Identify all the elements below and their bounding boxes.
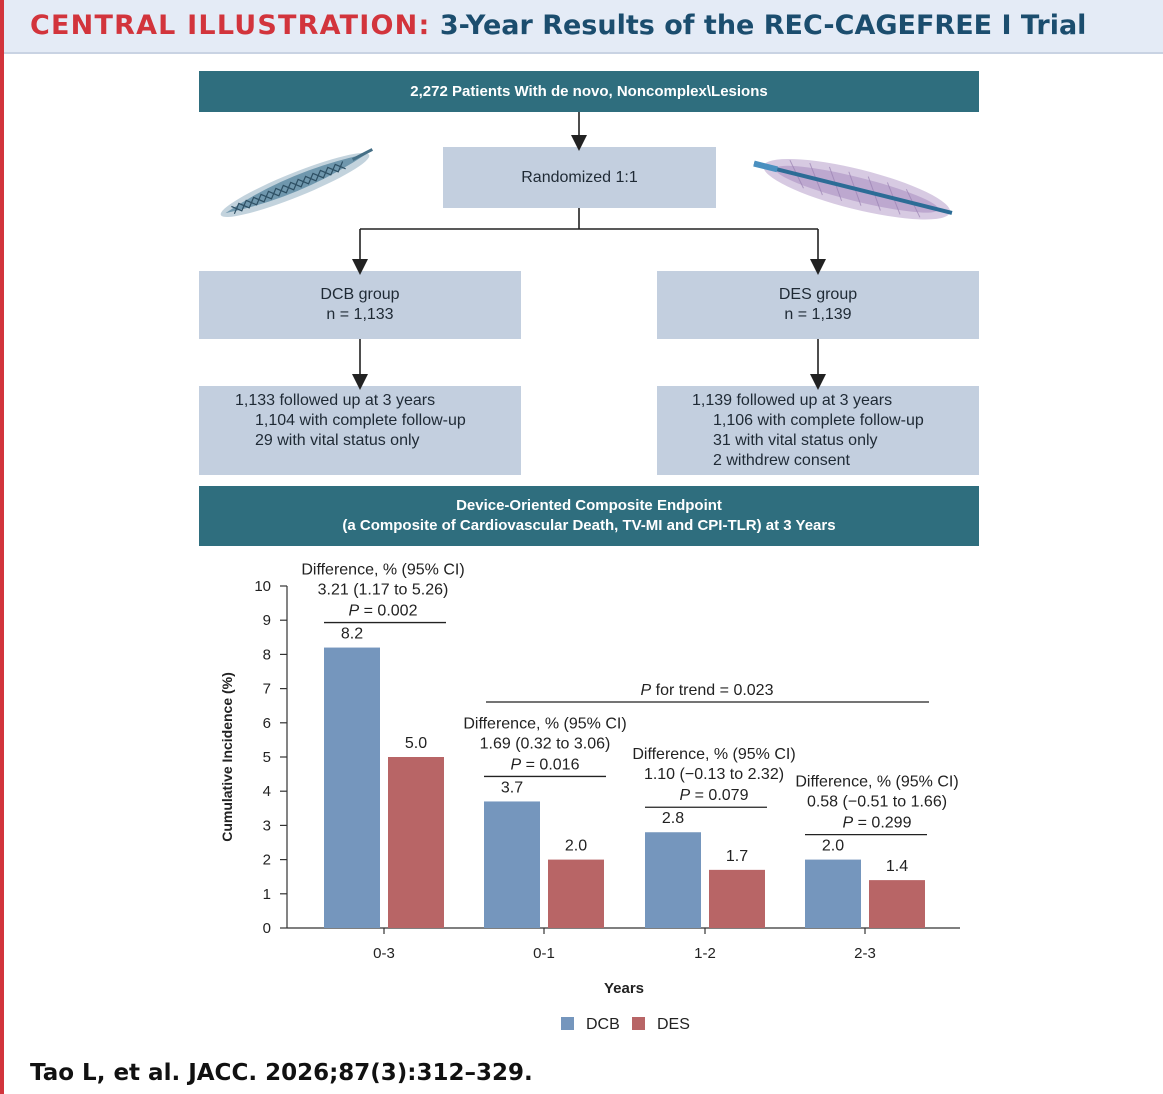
- annotation-p-value: P = 0.002: [349, 603, 418, 620]
- bar-des: [869, 880, 925, 928]
- enrollment-text: 2,272 Patients With de novo, Noncomplex\…: [410, 83, 768, 100]
- bar-des: [548, 859, 604, 928]
- annotation-line2: 1.10 (−0.13 to 2.32): [644, 766, 784, 783]
- bar-dcb: [484, 801, 540, 928]
- annotation-p-text: = 0.299: [853, 815, 911, 832]
- bar-value-label-des: 1.7: [726, 848, 748, 865]
- bar-value-label-dcb: 8.2: [341, 626, 363, 643]
- legend-label-dcb: DCB: [586, 1016, 620, 1033]
- annotation-p-text: = 0.002: [359, 603, 417, 620]
- legend-swatch-des: [632, 1017, 645, 1030]
- annotation-p-prefix: P: [511, 756, 522, 773]
- bar-value-label-dcb: 2.8: [662, 810, 684, 827]
- trend-label: P for trend = 0.023: [641, 682, 774, 699]
- des-group-box: DES group n = 1,139: [657, 271, 979, 339]
- des-followup-complete: 1,106 with complete follow-up: [713, 412, 924, 429]
- x-tick-label: 0-1: [533, 945, 555, 962]
- des-followup-total: 1,139 followed up at 3 years: [692, 392, 893, 409]
- dcb-group-name: DCB group: [320, 286, 400, 303]
- y-axis-title: Cumulative Incidence (%): [219, 672, 235, 842]
- endpoint-subtitle: (a Composite of Cardiovascular Death, TV…: [342, 517, 836, 534]
- legend-label-des: DES: [657, 1016, 690, 1033]
- dcb-device-illustration: [220, 148, 373, 217]
- annotation-p-prefix: P: [843, 815, 854, 832]
- dcb-followup-total: 1,133 followed up at 3 years: [235, 392, 436, 409]
- des-followup-box: 1,139 followed up at 3 years 1,106 with …: [657, 386, 979, 475]
- annotation-p-value: P = 0.299: [843, 815, 912, 832]
- y-tick-label: 7: [263, 681, 271, 698]
- annotation-line1: Difference, % (95% CI): [463, 715, 626, 732]
- bar-dcb: [645, 832, 701, 928]
- bar-des: [709, 869, 765, 928]
- trend-text: for trend = 0.023: [651, 682, 773, 699]
- y-tick-label: 10: [254, 578, 271, 595]
- endpoint-title: Device-Oriented Composite Endpoint: [456, 497, 722, 514]
- header-band: CENTRAL ILLUSTRATION: 3-Year Results of …: [4, 0, 1163, 54]
- bar-value-label-dcb: 2.0: [822, 838, 844, 855]
- bar-value-label-des: 5.0: [405, 735, 427, 752]
- legend-swatch-dcb: [561, 1017, 574, 1030]
- title-main: 3-Year Results of the REC-CAGEFREE I Tri…: [439, 10, 1087, 41]
- annotation-p-text: = 0.079: [690, 787, 748, 804]
- y-tick-label: 2: [263, 852, 271, 869]
- y-tick-label: 3: [263, 817, 271, 834]
- difference-annotation: Difference, % (95% CI) 1.69 (0.32 to 3.06…: [463, 715, 627, 778]
- bar-des: [388, 757, 444, 928]
- enrollment-box: 2,272 Patients With de novo, Noncomplex\…: [199, 71, 979, 112]
- annotation-p-value: P = 0.016: [511, 756, 580, 773]
- citation: Tao L, et al. JACC. 2026;87(3):312–329.: [30, 1060, 533, 1086]
- des-group-n: n = 1,139: [784, 306, 852, 323]
- y-tick-label: 4: [263, 783, 271, 800]
- dcb-group-box: DCB group n = 1,133: [199, 271, 521, 339]
- y-tick-label: 5: [263, 749, 271, 766]
- annotation-line2: 1.69 (0.32 to 3.06): [480, 735, 611, 752]
- y-tick-label: 1: [263, 886, 271, 903]
- difference-annotation: Difference, % (95% CI) 0.58 (−0.51 to 1.6…: [795, 774, 959, 836]
- flow-connectors: [352, 112, 826, 390]
- page-title: CENTRAL ILLUSTRATION: 3-Year Results of …: [30, 8, 1086, 44]
- annotation-line1: Difference, % (95% CI): [632, 746, 795, 763]
- annotation-p-prefix: P: [680, 787, 691, 804]
- x-tick-label: 2-3: [854, 945, 876, 962]
- dcb-followup-box: 1,133 followed up at 3 years 1,104 with …: [199, 386, 521, 475]
- des-followup-vital: 31 with vital status only: [713, 432, 878, 449]
- annotation-line2: 3.21 (1.17 to 5.26): [318, 582, 449, 599]
- difference-annotation: Difference, % (95% CI) 1.10 (−0.13 to 2.3…: [632, 746, 796, 808]
- annotation-p-value: P = 0.079: [680, 787, 749, 804]
- y-tick-label: 0: [263, 920, 271, 937]
- randomized-box: Randomized 1:1: [443, 147, 716, 208]
- randomized-text: Randomized 1:1: [521, 169, 638, 186]
- dcb-followup-complete: 1,104 with complete follow-up: [255, 412, 466, 429]
- bar-dcb: [805, 859, 861, 928]
- annotation-line2: 0.58 (−0.51 to 1.66): [807, 794, 947, 811]
- des-group-name: DES group: [778, 286, 858, 303]
- annotation-p-prefix: P: [349, 603, 360, 620]
- bar-value-label-des: 2.0: [565, 838, 587, 855]
- bar-value-label-des: 1.4: [886, 858, 908, 875]
- dcb-group-n: n = 1,133: [326, 306, 394, 323]
- x-tick-label: 0-3: [373, 945, 395, 962]
- des-followup-withdrew: 2 withdrew consent: [713, 452, 850, 469]
- annotation-line1: Difference, % (95% CI): [795, 774, 958, 791]
- bar-dcb: [324, 647, 380, 928]
- dcb-followup-vital: 29 with vital status only: [255, 432, 420, 449]
- legend: DCB DES: [561, 1016, 690, 1033]
- y-tick-label: 8: [263, 646, 271, 663]
- y-tick-label: 6: [263, 715, 271, 732]
- left-accent-rule: [0, 0, 4, 1094]
- difference-annotation: Difference, % (95% CI) 3.21 (1.17 to 5.26…: [301, 562, 465, 624]
- bar-value-label-dcb: 3.7: [501, 779, 523, 796]
- annotation-line1: Difference, % (95% CI): [301, 562, 464, 579]
- x-axis-title: Years: [604, 980, 644, 997]
- des-device-illustration: [753, 158, 953, 220]
- endpoint-box: Device-Oriented Composite Endpoint (a Co…: [199, 486, 979, 546]
- annotation-p-text: = 0.016: [521, 756, 579, 773]
- y-tick-label: 9: [263, 612, 271, 629]
- title-prefix: CENTRAL ILLUSTRATION:: [30, 10, 431, 41]
- x-tick-label: 1-2: [694, 945, 716, 962]
- trend-p-prefix: P: [641, 682, 652, 699]
- bar-chart: 0 1 2 3 4 5 6 7 8 9 10 0-3 0-1 1-2 2-3 8.2 3.7 2.8 2.0 5.…: [219, 562, 960, 1033]
